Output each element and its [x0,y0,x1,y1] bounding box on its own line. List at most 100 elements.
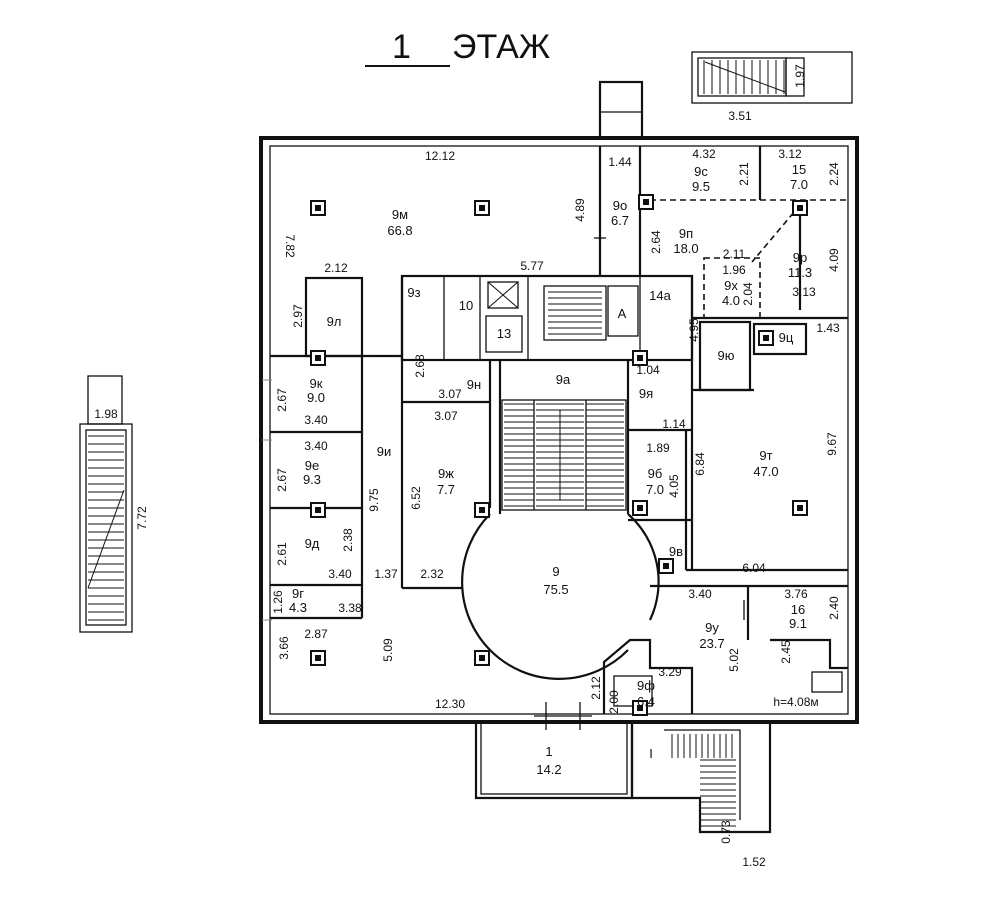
room-area: 7.0 [646,482,664,497]
room-id: 9е [305,458,319,473]
column-core [663,563,669,569]
dimension: 3.29 [658,665,682,679]
stair-inset-left [79,375,133,633]
room-area: 9.1 [789,616,807,631]
room-id: 9ж [438,466,454,481]
dimension: 3.38 [338,601,362,615]
room-id: 9з [407,285,420,300]
room-id: 9ф [637,678,655,693]
dimension: 2.24 [827,162,841,186]
central-stairs [501,285,627,511]
dimension-labels: 12.12 7.82 4.89 1.44 4.32 2.21 3.12 2.24… [94,64,841,869]
dimension: 0.73 [719,820,733,844]
room-id: 9и [377,444,392,459]
dimension: 3.07 [434,409,458,423]
dimension: 1.96 [722,263,746,277]
room-area: 9.5 [692,179,710,194]
room-area: 14.2 [536,762,561,777]
dimension: 1.04 [636,363,660,377]
room-id: 9б [648,466,663,481]
dimension: 2.97 [291,304,305,328]
room-id: 9т [759,448,772,463]
room-area: 4.3 [289,600,307,615]
dimension: 2.04 [741,282,755,306]
column-core [797,205,803,211]
grid-guides [262,379,272,621]
column-core [479,507,485,513]
dimension: 4.05 [667,474,681,498]
column-core [643,199,649,205]
outer-walls [259,80,859,834]
dimension: 2.12 [324,261,348,275]
room-area: 6.4 [637,694,655,709]
stair-inset-top [691,51,853,104]
column-core [315,507,321,513]
room-id: I [649,746,653,761]
room-id: 9ю [718,348,735,363]
dimension: 3.40 [328,567,352,581]
dimension: 2.21 [737,162,751,186]
column-core [479,205,485,211]
dimension: 3.13 [792,285,816,299]
room-id: 9 [552,564,559,579]
floor-number: 1 [392,28,411,66]
column-core [797,505,803,511]
column-core [637,505,643,511]
partitions [270,146,848,714]
dimension: 6.04 [742,561,766,575]
room-id: 9л [327,314,342,329]
dimension: 7.82 [283,234,297,258]
columns [310,194,808,716]
dimension: 1.97 [793,64,807,88]
room-id: 9в [669,544,683,559]
room-id: 9г [292,586,304,601]
room-id: 14а [649,288,671,303]
exit-stairs [671,734,736,827]
dimension: 2.87 [304,627,328,641]
room-id: 13 [497,326,511,341]
room-id: 9о [613,198,627,213]
dimension: 3.40 [304,413,328,427]
height-note: h=4.08м [773,695,818,709]
room-area: 7.7 [437,482,455,497]
room-area: 75.5 [543,582,568,597]
dimension: 2.64 [649,230,663,254]
room-area: 11.3 [788,265,812,280]
dimension: 1.89 [646,441,670,455]
dimension: 4.95 [687,318,701,342]
column-core [637,705,643,711]
room-id: 9я [639,386,653,401]
dimension: 6.52 [409,486,423,510]
dimension: 2.61 [275,542,289,566]
room-id: 15 [792,162,806,177]
room-id: A [618,306,627,321]
column-core [479,655,485,661]
dimension: 2.67 [275,388,289,412]
room-id: 9ц [779,330,794,345]
column-core [315,205,321,211]
dimension: 4.09 [827,248,841,272]
dimension: 2.32 [420,567,444,581]
dimension: 12.30 [435,697,465,711]
dimension: 7.72 [135,506,149,530]
dimension: 2.00 [607,690,621,714]
room-id: 9р [793,250,807,265]
room-labels: 9м 66.8 9л 9к 9.0 9е 9.3 9д 9г 4.3 9и 9з… [289,162,812,777]
dimension: 2.11 [723,247,746,261]
dimension: 5.02 [727,648,741,672]
dimension: 4.89 [573,198,587,222]
dimension: 3.40 [304,439,328,453]
room-id: 9с [694,164,708,179]
room-area: 66.8 [387,223,412,238]
room-area: 47.0 [753,464,778,479]
dimension: 3.12 [778,147,802,161]
door-marks [361,237,745,730]
dimension: 4.32 [692,147,716,161]
dimension: 1.44 [608,155,632,169]
dimension: 2.45 [779,640,793,664]
dimension: 2.68 [413,354,427,378]
dimension: 2.40 [827,596,841,620]
room-id: 10 [459,298,473,313]
room-id: 9х [724,278,738,293]
